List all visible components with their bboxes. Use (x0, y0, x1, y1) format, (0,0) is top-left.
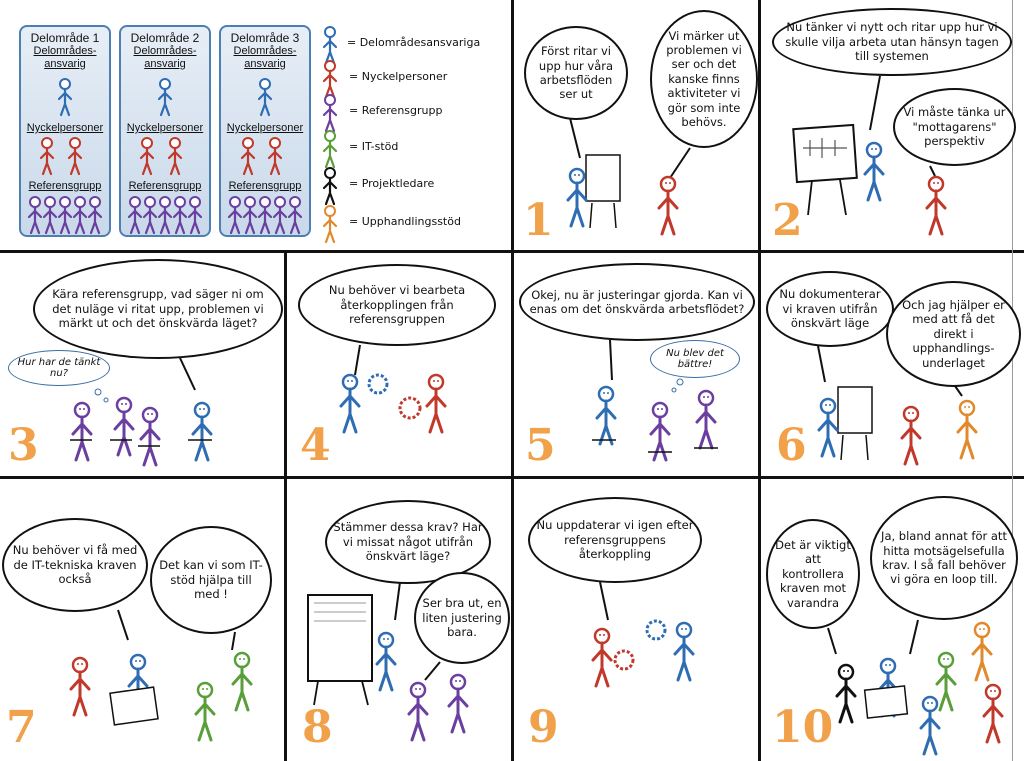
grid-line-v-mid2 (511, 250, 514, 761)
legend-item-manager: = Delområdesansvariga (347, 36, 481, 49)
panel-5-illustration (592, 339, 718, 462)
area-role-key: Nyckelpersoner (226, 122, 304, 134)
speech-bubble: Vi märker ut problemen vi ser och det ka… (650, 10, 758, 148)
area-role-key: Nyckelpersoner (126, 122, 204, 134)
panel-10-illustration (827, 619, 1004, 756)
grid-line-v-mid1 (284, 250, 287, 761)
area-role-ref: Referensgrupp (228, 180, 302, 192)
legend-item-key: = Nyckelpersoner (349, 70, 448, 83)
speech-bubble: Nu dokumenterar vi kraven utifrån önskvä… (766, 271, 894, 347)
speech-bubble: Nu tänker vi nytt och ritar upp hur vi s… (772, 8, 1012, 76)
panel-number: 3 (8, 420, 39, 471)
thought-bubble: Hur har de tänkt nu? (8, 350, 110, 386)
panel-number: 8 (302, 702, 333, 753)
panel-number: 4 (300, 420, 331, 471)
panel-1-illustration (566, 117, 691, 236)
panel-9-illustration (591, 581, 695, 688)
speech-bubble: Det är viktigt att kontrollera kraven mo… (766, 519, 860, 629)
panel-6-illustration (817, 345, 978, 466)
grid-line-v-top1 (511, 0, 514, 250)
speech-bubble: Nu behöver vi få med de IT-tekniska krav… (2, 518, 148, 612)
panel-number: 10 (772, 702, 834, 753)
area-role-manager: Delområdes-ansvarig (33, 45, 97, 70)
panel-number: 7 (6, 702, 37, 753)
legend-item-pm: = Projektledare (349, 177, 435, 190)
legend-item-it: = IT-stöd (349, 140, 399, 153)
legend-item-ref: = Referensgrupp (349, 104, 443, 117)
area-role-manager: Delområdes-ansvarig (233, 45, 297, 70)
thought-bubble: Nu blev det bättre! (650, 340, 740, 378)
panel-number: 5 (525, 420, 556, 471)
speech-bubble: Ser bra ut, en liten justering bara. (414, 572, 510, 664)
speech-bubble: Stämmer dessa krav? Har vi missat något … (325, 500, 491, 584)
grid-line-v-right (1012, 0, 1013, 761)
legend-item-proc: = Upphandlingsstöd (349, 215, 461, 228)
panel-7-illustration (69, 609, 253, 742)
area-title: Delområde 2 (130, 31, 200, 45)
panel-number: 9 (528, 702, 559, 753)
speech-bubble: Det kan vi som IT-stöd hjälpa till med ! (150, 526, 272, 634)
panel-8-illustration (307, 581, 469, 742)
speech-bubble: Först ritar vi upp hur våra arbetsflöden… (524, 26, 628, 120)
area-role-ref: Referensgrupp (128, 180, 202, 192)
speech-bubble: Vi måste tänka ur "mottagarens" perspekt… (893, 88, 1016, 166)
overview-figures (27, 25, 338, 244)
panel-number: 2 (772, 195, 803, 246)
speech-bubble: Kära referensgrupp, vad säger ni om det … (33, 259, 283, 359)
panel-number: 6 (776, 420, 807, 471)
area-role-ref: Referensgrupp (28, 180, 102, 192)
area-title: Delområde 1 (30, 31, 100, 45)
speech-bubble: Nu behöver vi bearbeta återkopplingen fr… (298, 264, 496, 346)
panel-2-illustration (792, 75, 947, 236)
speech-bubble: Okej, nu är justeringar gjorda. Kan vi e… (519, 263, 755, 341)
grid-line-v-top2 (758, 0, 761, 761)
area-role-manager: Delområdes-ansvarig (133, 45, 197, 70)
speech-bubble: Ja, bland annat för att hitta motsägelse… (870, 496, 1018, 620)
speech-bubble: Nu uppdaterar vi igen efter referensgrup… (528, 497, 702, 583)
area-role-key: Nyckelpersoner (26, 122, 104, 134)
panel-4-illustration (339, 344, 447, 434)
panel-number: 1 (523, 195, 554, 246)
speech-bubble: Och jag hjälper er med att få det direkt… (886, 281, 1021, 387)
area-title: Delområde 3 (230, 31, 300, 45)
panel-3-illustration (70, 357, 213, 467)
